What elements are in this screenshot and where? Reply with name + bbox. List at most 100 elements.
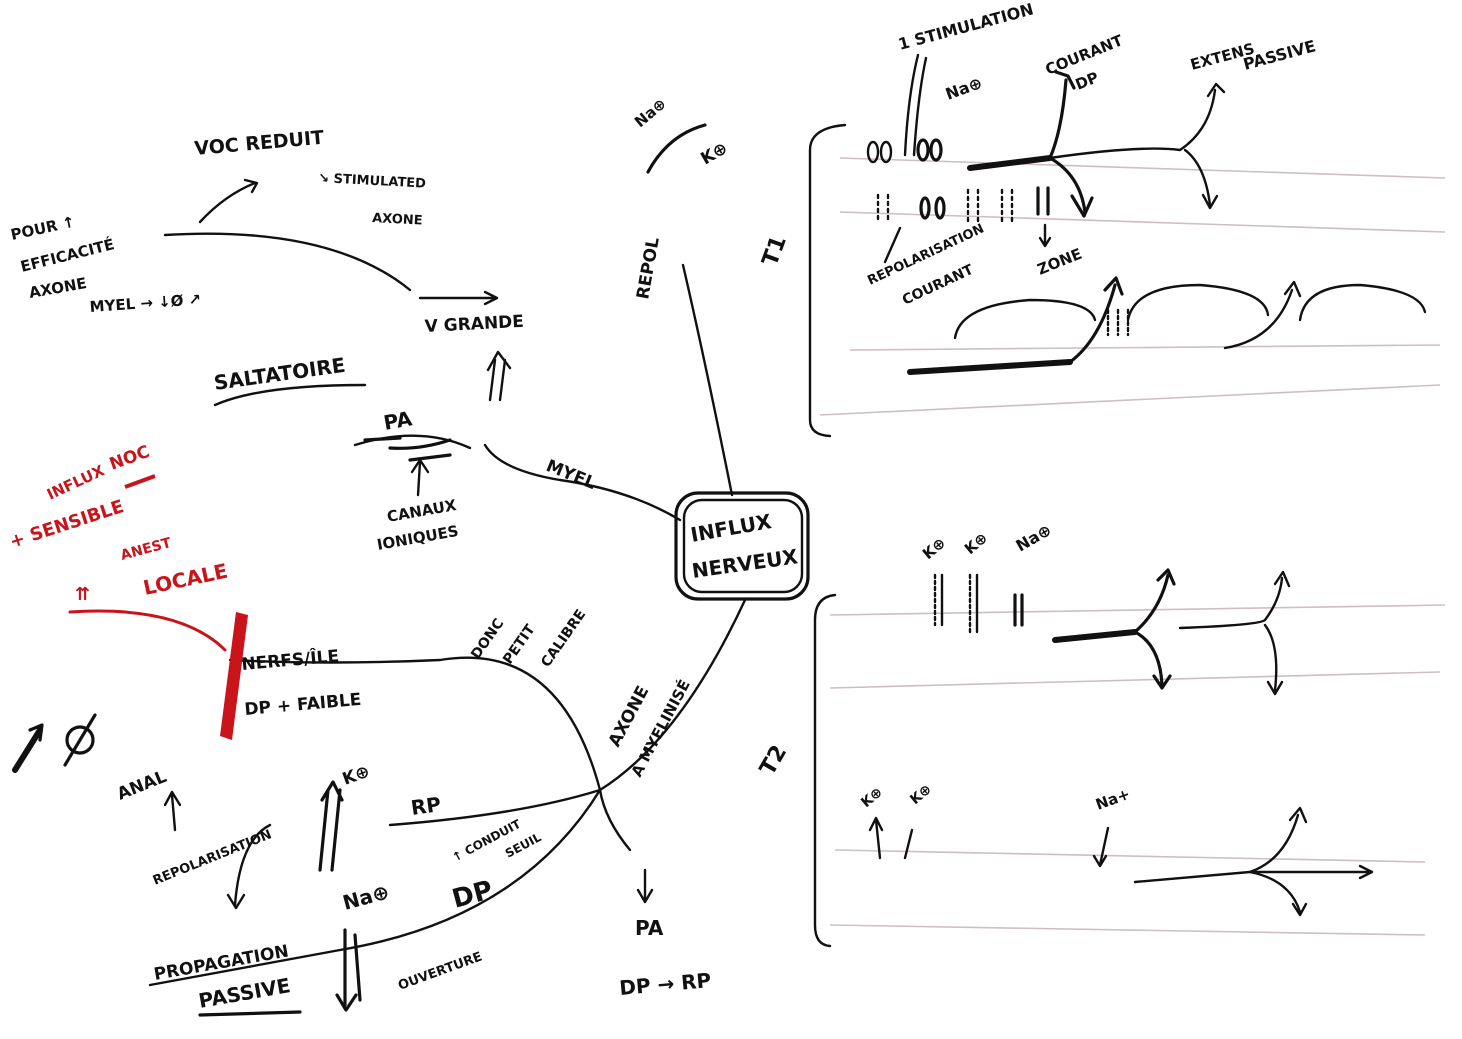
branch-pa	[598, 788, 632, 852]
arrow	[883, 226, 902, 264]
arrowhead	[1266, 680, 1284, 696]
t1-branch-up	[1048, 78, 1068, 160]
pa-bottom-label: PA	[635, 916, 664, 940]
k-label: K⊕	[919, 534, 949, 563]
red-arrows: ⇈	[75, 584, 90, 605]
t1-jump	[1223, 288, 1294, 350]
myelin-sheath	[1126, 283, 1270, 322]
branch-rp	[388, 788, 602, 827]
red-locale: LOCALE	[141, 559, 230, 600]
phi-symbol	[65, 725, 95, 755]
t1-membrane-line	[839, 157, 1446, 179]
red-connector	[68, 609, 227, 652]
dp-label: DP	[1073, 68, 1101, 93]
arrowhead	[1152, 674, 1172, 690]
ioniques-label: IONIQUES	[376, 522, 460, 554]
t2-membrane-line	[829, 604, 1446, 616]
arrowhead	[1070, 194, 1094, 218]
t1-bracket	[808, 123, 847, 438]
central-title-line1: INFLUX	[689, 509, 774, 547]
na-label: Na⊕	[1013, 520, 1055, 555]
arrow	[868, 816, 884, 860]
branch-vitesse	[163, 232, 412, 292]
passive-underline	[198, 1010, 302, 1017]
t2-current	[1052, 629, 1138, 643]
arrow	[636, 868, 654, 904]
branch-myel	[483, 443, 682, 522]
central-node-box-inner	[682, 498, 804, 594]
branch-pa-node	[353, 434, 472, 450]
branch-repol	[681, 263, 734, 497]
arrowhead	[1283, 280, 1302, 298]
na-top-label: Na⊕	[631, 95, 670, 131]
factor-myel: MYEL → ↓Ø ↗	[89, 290, 202, 316]
k-label: K⊕	[858, 784, 886, 811]
arrow	[1038, 223, 1052, 248]
petit-label: PETIT	[500, 622, 539, 668]
zone-label: ZONE	[1035, 245, 1085, 279]
red-sensible: + SENSIBLE	[7, 496, 127, 553]
arrowhead	[28, 723, 44, 742]
myel-label: MYEL	[543, 456, 599, 494]
t2-bracket	[813, 593, 837, 948]
t2-branch-down	[1133, 630, 1164, 687]
red-noc: NOC	[107, 442, 153, 475]
branch-dp	[148, 788, 602, 987]
arrow	[410, 458, 430, 497]
stim-line	[903, 53, 920, 157]
arrowhead	[1288, 806, 1308, 824]
myelin-sheath	[1298, 283, 1427, 322]
arrowhead	[1206, 82, 1226, 98]
central-node: INFLUX NERVEUX	[674, 491, 810, 601]
k-channel-arrow	[318, 780, 344, 872]
voc-reduit: VOC REDUIT	[194, 127, 325, 160]
pa-label: PA	[382, 406, 415, 435]
arrowhead	[1201, 193, 1219, 210]
red-annotations: INFLUX NOC + SENSIBLE ANEST LOCALE ⇈	[7, 442, 248, 740]
na-plus-label: Na⊕	[340, 879, 392, 914]
arrowhead	[1273, 570, 1291, 588]
t1-membrane-line	[849, 344, 1441, 351]
t1-membrane-line	[819, 384, 1441, 416]
t2-label: T2	[755, 741, 792, 780]
arrow	[1248, 870, 1308, 917]
dp-label: DP	[449, 875, 496, 914]
arrow	[1248, 864, 1374, 880]
repolarisation-label: REPOLARISATION	[151, 827, 274, 888]
red-underline	[124, 474, 156, 489]
passive-label: PASSIVE	[1241, 36, 1318, 74]
red-influx: INFLUX	[44, 461, 107, 503]
arrowhead	[1054, 70, 1076, 90]
na-plus-label: Na⊕	[943, 73, 985, 104]
k-label: K⊕	[907, 781, 935, 808]
axone-word: AXONE	[372, 211, 423, 229]
left-labels: POUR ↑ EFFICACITÉ AXONE MYEL → ↓Ø ↗ VOC …	[9, 95, 731, 1013]
t2-membrane-line	[829, 671, 1441, 689]
arrowhead	[1156, 568, 1176, 586]
arrow	[418, 290, 499, 306]
connectors	[12, 123, 747, 1017]
na-label: Na+	[1093, 785, 1132, 814]
t2-branch-up	[1133, 573, 1170, 634]
stimulation-label: 1 STIMULATION	[896, 0, 1035, 54]
passive-label: PASSIVE	[197, 973, 293, 1013]
nerf-label: NERFS/ÎLE	[241, 645, 340, 675]
t2-passive-down	[1263, 623, 1278, 692]
double-arrow	[486, 350, 512, 402]
t2-channels	[933, 573, 1024, 634]
t2-membrane-line	[834, 849, 1426, 863]
v-grande-label: V GRANDE	[424, 312, 524, 337]
stim-line	[912, 56, 928, 157]
factor-axone: AXONE	[28, 274, 88, 302]
red-anest: ANEST	[119, 535, 174, 564]
t1-jump	[1068, 283, 1117, 364]
factor-pour: POUR ↑	[9, 213, 77, 244]
node-drawing	[363, 436, 452, 462]
k-top-label: K⊕	[698, 138, 732, 169]
k-label: K⊕	[961, 529, 991, 558]
t2-panel: T2 K⊕ K⊕ Na⊕ K⊕ K⊕ Na+	[755, 520, 1446, 948]
branch-axone	[228, 598, 747, 792]
red-bar	[220, 612, 248, 740]
t2-membrane-line	[829, 924, 1426, 936]
